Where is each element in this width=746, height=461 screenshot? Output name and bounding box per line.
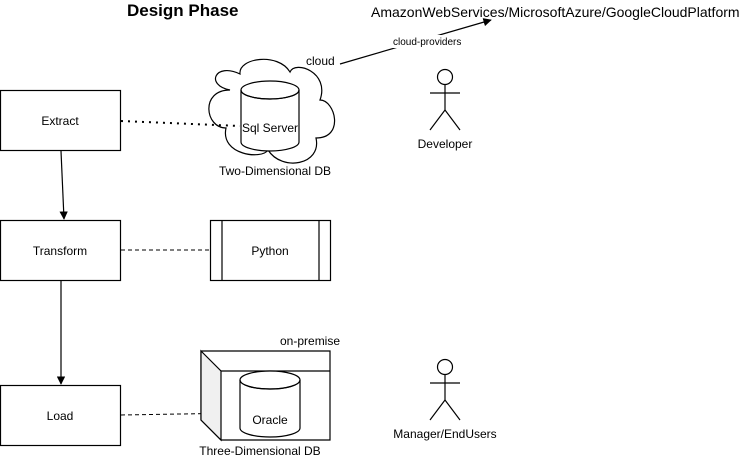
- sql-server-database[interactable]: Sql Server: [240, 80, 300, 152]
- extract-label: Extract: [41, 114, 79, 128]
- transform-step[interactable]: Transform: [0, 219, 122, 282]
- two-dimensional-db-caption: Two-Dimensional DB: [219, 164, 331, 178]
- on-premise-label: on-premise: [280, 334, 340, 348]
- oracle-label: Oracle: [252, 413, 288, 427]
- sql-server-label: Sql Server: [242, 121, 298, 135]
- manager-endusers-actor[interactable]: [429, 358, 461, 421]
- oracle-database[interactable]: Oracle: [239, 370, 301, 438]
- cloud-providers-label-bg: [391, 35, 467, 48]
- load-step[interactable]: Load: [0, 384, 122, 447]
- extract-to-transform-arrow: [59, 150, 68, 220]
- developer-label: Developer: [418, 137, 473, 151]
- python-label: Python: [251, 244, 288, 258]
- load-label: Load: [47, 409, 74, 423]
- cloud-providers-label: cloud-providers: [393, 37, 461, 48]
- extract-step[interactable]: Extract: [0, 89, 122, 152]
- diagram-title: Design Phase: [127, 1, 239, 20]
- python-process[interactable]: Python: [209, 219, 332, 282]
- cloud-platforms-label: AmazonWebServices/MicrosoftAzure/GoogleC…: [371, 4, 740, 20]
- manager-endusers-label: Manager/EndUsers: [393, 427, 496, 441]
- extract-sql-link: [120, 120, 241, 127]
- developer-actor[interactable]: [429, 68, 461, 131]
- cloud-label: cloud: [306, 54, 335, 68]
- transform-label: Transform: [33, 244, 87, 258]
- three-dimensional-db-caption: Three-Dimensional DB: [199, 444, 320, 458]
